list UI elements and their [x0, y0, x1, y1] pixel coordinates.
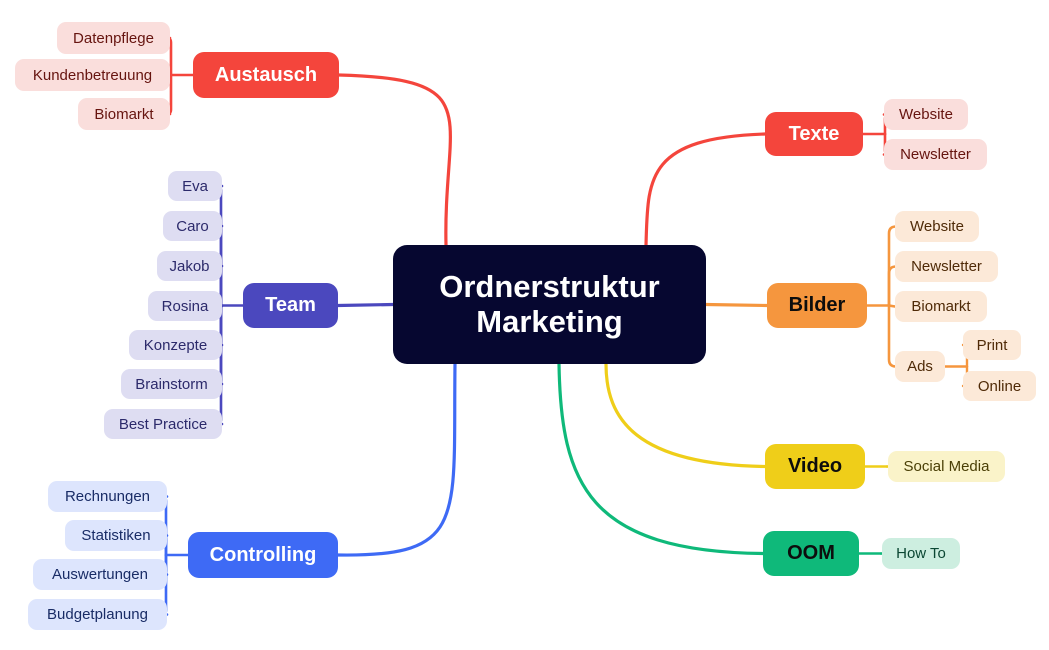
branch-label: Video: [787, 455, 843, 477]
leaf-label: Website: [899, 106, 953, 123]
leaf-node[interactable]: Datenpflege: [57, 22, 170, 54]
leaf-node[interactable]: Biomarkt: [78, 98, 170, 130]
leaf-node[interactable]: Auswertungen: [33, 559, 167, 590]
leaf-node[interactable]: Website: [895, 211, 979, 242]
leaf-node[interactable]: Social Media: [888, 451, 1005, 482]
leaf-label: Kundenbetreuung: [32, 66, 153, 84]
leaf-label: Caro: [176, 217, 209, 235]
root-label-line1: Ordnerstruktur: [439, 268, 660, 304]
branch-node-video[interactable]: Video: [765, 444, 865, 489]
leaf-node[interactable]: Website: [884, 99, 968, 130]
connector: [336, 302, 395, 308]
leaf-label: Auswertungen: [52, 566, 148, 583]
leaf-label: Konzepte: [143, 336, 208, 354]
leaf-node[interactable]: How To: [882, 538, 960, 569]
leaf-label: Jakob: [169, 257, 210, 275]
leaf-node[interactable]: Brainstorm: [121, 369, 222, 399]
connector: [336, 362, 457, 557]
leaf-label: Budgetplanung: [47, 606, 148, 623]
subleaf-node[interactable]: Print: [963, 330, 1021, 360]
leaf-label: Newsletter: [911, 258, 982, 275]
branch-node-oom[interactable]: OOM: [763, 531, 859, 576]
branch-label: Bilder: [788, 294, 846, 316]
leaf-label: Ads: [907, 358, 933, 375]
connector: [215, 304, 224, 426]
leaf-label: Newsletter: [900, 146, 971, 163]
branch-node-bilder[interactable]: Bilder: [767, 283, 867, 328]
branch-node-texte[interactable]: Texte: [765, 112, 863, 156]
leaf-label: Social Media: [903, 458, 990, 475]
branch-node-team[interactable]: Team: [243, 283, 338, 328]
connector: [604, 362, 767, 469]
leaf-node[interactable]: Rechnungen: [48, 481, 167, 512]
leaf-node[interactable]: Jakob: [157, 251, 222, 281]
connector: [704, 302, 769, 308]
leaf-node[interactable]: Newsletter: [895, 251, 998, 282]
leaf-node[interactable]: Budgetplanung: [28, 599, 167, 630]
branch-label: Austausch: [214, 63, 318, 86]
leaf-node[interactable]: Best Practice: [104, 409, 222, 439]
leaf-node[interactable]: Konzepte: [129, 330, 222, 360]
connector: [557, 362, 765, 556]
leaf-node[interactable]: Kundenbetreuung: [15, 59, 170, 91]
branch-label: Controlling: [209, 543, 317, 566]
leaf-label: Rosina: [161, 297, 209, 315]
leaf-label: Datenpflege: [73, 29, 154, 47]
subleaf-node[interactable]: Online: [963, 371, 1036, 401]
leaf-node[interactable]: Ads: [895, 351, 945, 382]
connector: [644, 132, 767, 247]
leaf-label: Brainstorm: [135, 375, 208, 393]
leaf-label: Website: [910, 218, 964, 235]
leaf-label: Best Practice: [118, 415, 208, 433]
branch-label: Team: [265, 294, 316, 316]
root-label-line2: Marketing: [476, 303, 623, 339]
branch-node-austausch[interactable]: Austausch: [193, 52, 339, 98]
leaf-label: Eva: [182, 177, 208, 195]
leaf-node[interactable]: Caro: [163, 211, 222, 241]
leaf-label: Rechnungen: [64, 488, 151, 505]
leaf-label: Biomarkt: [94, 105, 154, 123]
connector: [337, 73, 452, 247]
branch-label: Texte: [788, 122, 840, 145]
branch-label: OOM: [787, 542, 835, 564]
leaf-node[interactable]: Eva: [168, 171, 222, 201]
leaf-node[interactable]: Biomarkt: [895, 291, 987, 322]
leaf-label: How To: [896, 545, 946, 562]
leaf-node[interactable]: Newsletter: [884, 139, 987, 170]
subleaf-label: Print: [976, 336, 1008, 354]
leaf-node[interactable]: Statistiken: [65, 520, 167, 551]
connector: [215, 184, 224, 307]
subleaf-label: Online: [977, 377, 1022, 395]
leaf-node[interactable]: Rosina: [148, 291, 222, 321]
branch-node-controlling[interactable]: Controlling: [188, 532, 338, 578]
leaf-label: Statistiken: [81, 527, 151, 544]
leaf-label: Biomarkt: [911, 298, 971, 315]
